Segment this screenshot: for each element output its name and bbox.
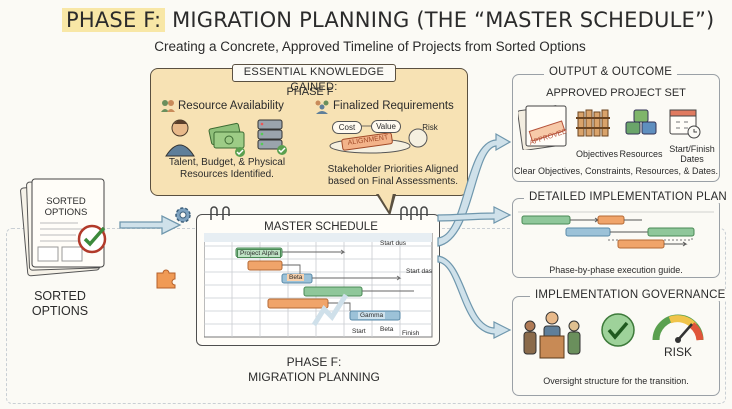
- gantt-label-start-3: Start: [352, 328, 366, 335]
- resources-icon: [625, 109, 657, 135]
- gantt-label-alpha: Project Alpha: [237, 249, 282, 258]
- item-resources: Resources: [619, 149, 663, 159]
- requirements-graphic: [329, 119, 428, 154]
- dates-icon: [669, 109, 701, 139]
- gantt-label-beta-2: Beta: [380, 326, 394, 333]
- requirements-desc-1: Stakeholder Priorities Aligned: [327, 164, 459, 175]
- puzzle-icon: [156, 269, 176, 289]
- page-subtitle: Creating a Concrete, Approved Timeline o…: [154, 39, 586, 54]
- speaker-icon: [523, 311, 581, 359]
- doc-label-2: OPTIONS: [44, 207, 88, 218]
- finalized-requirements-title: Finalized Requirements: [333, 100, 454, 112]
- phase-highlight: PHASE F:: [62, 8, 166, 32]
- sorted-options-caption-1: SORTED: [34, 289, 86, 303]
- schedule-caption-2: MIGRATION PLANNING: [248, 370, 380, 384]
- knowledge-phase: PHASE F: [286, 86, 334, 98]
- sorted-options-caption-2: OPTIONS: [31, 304, 89, 318]
- objectives-icon: [576, 109, 610, 137]
- gantt-label-beta: Beta: [287, 274, 305, 281]
- budget-icon: [208, 122, 245, 157]
- schedule-caption-1: PHASE F:: [286, 355, 342, 369]
- implementation-timeline: [518, 211, 714, 249]
- sorted-options-docs: [20, 178, 107, 277]
- knowledge-card-tail-inner: [378, 193, 393, 211]
- page-title: PHASE F: MIGRATION PLANNING (THE “MASTER…: [62, 8, 714, 38]
- gantt-label-finish: Finish: [402, 330, 420, 337]
- tag-cost: Cost: [332, 121, 362, 134]
- risk-gauge-icon: [652, 314, 704, 343]
- tag-risk: Risk: [422, 123, 438, 132]
- requirements-desc-2: based on Final Assessments.: [327, 176, 459, 187]
- check-circle-icon: [601, 313, 635, 347]
- approved-icons: [518, 105, 701, 150]
- item-dates: Start/Finish Dates: [669, 144, 715, 164]
- resource-availability-title: Resource Availability: [178, 100, 284, 112]
- approved-docs-icon: [518, 105, 567, 150]
- implementation-plan-panel: [512, 198, 720, 278]
- risk-label: RISK: [663, 345, 692, 359]
- gantt-label-start-1: Start dus: [380, 240, 407, 247]
- implementation-plan-title: DETAILED IMPLEMENTATION PLAN: [524, 191, 732, 203]
- gantt-label-gamma: Gamma: [358, 312, 386, 319]
- approved-desc: Clear Objectives, Constraints, Resources…: [513, 166, 719, 176]
- calendar-rings-right: [400, 206, 428, 220]
- input-arrow: [119, 214, 182, 236]
- governance-desc: Oversight structure for the transition.: [543, 376, 689, 386]
- calendar-rings-left: [210, 206, 230, 220]
- gantt-label-start-2: Start das: [406, 268, 433, 275]
- implementation-desc: Phase-by-phase execution guide.: [549, 265, 683, 275]
- tag-value: Value: [371, 120, 401, 133]
- gear-icon: [175, 207, 191, 223]
- doc-label-1: SORTED: [46, 196, 86, 207]
- approved-project-title: APPROVED PROJECT SET: [546, 87, 686, 99]
- item-objectives: Objectives: [575, 149, 619, 159]
- master-schedule-title: MASTER SCHEDULE: [264, 221, 378, 233]
- resource-desc-2: Resources Identified.: [180, 169, 274, 180]
- resource-icons: [165, 119, 287, 157]
- output-arrows: [437, 132, 512, 339]
- governance-icons: [523, 311, 704, 359]
- title-rest: MIGRATION PLANNING (THE “MASTER SCHEDULE…: [165, 8, 715, 32]
- talent-icon: [165, 119, 195, 157]
- governance-title: IMPLEMENTATION GOVERNANCE: [530, 289, 731, 301]
- output-title: OUTPUT & OUTCOME: [544, 66, 678, 78]
- people-icon: [161, 100, 175, 112]
- knowledge-header: ESSENTIAL KNOWLEDGE GAINED:: [232, 64, 396, 93]
- stakeholders-icon: [315, 100, 329, 114]
- physical-resources-icon: [257, 119, 287, 155]
- resource-desc-1: Talent, Budget, & Physical: [168, 157, 286, 168]
